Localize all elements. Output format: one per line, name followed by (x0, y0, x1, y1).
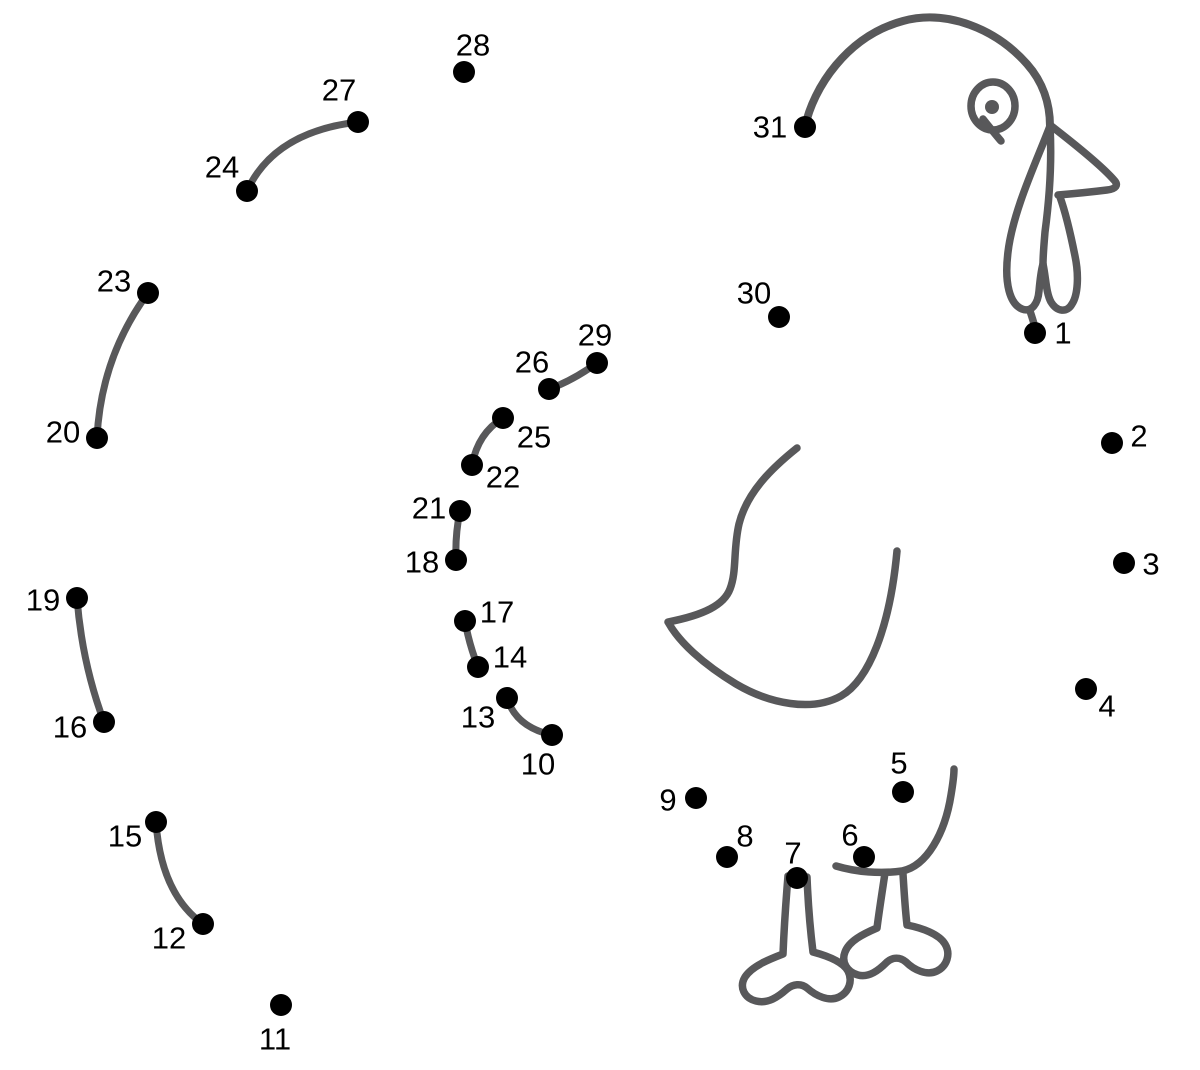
dot-label-9: 9 (659, 783, 676, 818)
dot-label-14: 14 (493, 640, 527, 675)
dot-label-28: 28 (456, 28, 490, 63)
dot-25 (492, 407, 514, 429)
dot-31 (794, 116, 816, 138)
dot-label-18: 18 (405, 545, 439, 580)
dot-label-30: 30 (737, 276, 771, 311)
dot-7 (786, 867, 808, 889)
dot-label-5: 5 (890, 746, 907, 781)
dot-13 (496, 687, 518, 709)
rooster-right-leg-foot (840, 869, 952, 980)
dot-label-31: 31 (753, 110, 787, 145)
dot-23 (137, 282, 159, 304)
dot-label-19: 19 (26, 583, 60, 618)
dot-6 (853, 846, 875, 868)
dot-label-24: 24 (205, 150, 239, 185)
dot-24 (236, 180, 258, 202)
rooster-wattle-outline (1003, 122, 1082, 314)
dot-label-11: 11 (259, 1022, 291, 1057)
rooster-body-curve (832, 765, 958, 877)
rooster-wattle-divider (1039, 122, 1055, 268)
dot-4 (1075, 678, 1097, 700)
dot-label-12: 12 (152, 921, 186, 956)
rooster-eye-pupil (985, 100, 999, 114)
dot-30 (768, 306, 790, 328)
segment-16-19 (73, 594, 108, 726)
dot-label-10: 10 (521, 747, 555, 782)
rooster-left-leg-foot (738, 872, 854, 1006)
dot-label-8: 8 (736, 819, 753, 854)
dot-1 (1024, 322, 1046, 344)
dot-label-3: 3 (1142, 547, 1159, 582)
dot-label-27: 27 (322, 73, 356, 108)
dot-label-26: 26 (515, 345, 549, 380)
dot-label-1: 1 (1054, 316, 1071, 351)
dot-26 (538, 378, 560, 400)
dot-label-7: 7 (784, 836, 801, 871)
dot-22 (461, 454, 483, 476)
dot-12 (192, 913, 214, 935)
dot-label-13: 13 (461, 700, 495, 735)
dot-8 (716, 846, 738, 868)
dot-3 (1113, 552, 1135, 574)
dot-label-4: 4 (1098, 689, 1115, 724)
dot-label-22: 22 (486, 460, 520, 495)
dot-15 (145, 811, 167, 833)
dot-5 (892, 781, 914, 803)
segment-12-15 (152, 818, 207, 928)
segment-20-23 (93, 289, 152, 442)
dot-label-17: 17 (480, 595, 514, 630)
dot-18 (445, 549, 467, 571)
rooster-artwork (664, 13, 1121, 1006)
rooster-wing (664, 444, 901, 709)
rooster-beak (1046, 121, 1121, 199)
dot-28 (453, 61, 475, 83)
dot-14 (467, 656, 489, 678)
dot-label-16: 16 (53, 710, 87, 745)
dot-label-6: 6 (841, 818, 858, 853)
rooster-eye-outline (967, 78, 1019, 134)
dot-21 (449, 500, 471, 522)
dot-label-25: 25 (517, 420, 551, 455)
dot-20 (86, 427, 108, 449)
labels-layer: 1234567891011121314151617181920212223242… (26, 28, 1160, 1057)
dot-9 (685, 787, 707, 809)
dot-label-23: 23 (97, 264, 131, 299)
dot-label-2: 2 (1130, 419, 1147, 454)
dot-label-15: 15 (108, 819, 142, 854)
dot-11 (270, 994, 292, 1016)
dot-27 (347, 111, 369, 133)
rooster-head-outline (801, 13, 1054, 131)
predrawn-segments-layer (73, 118, 601, 928)
dot-16 (93, 711, 115, 733)
dot-label-21: 21 (412, 491, 446, 526)
dot-10 (541, 724, 563, 746)
dot-19 (66, 587, 88, 609)
dot-2 (1101, 432, 1123, 454)
segment-24-27 (243, 118, 362, 195)
dots-layer (66, 61, 1135, 1016)
dot-29 (586, 352, 608, 374)
dot-label-29: 29 (578, 318, 612, 353)
dot-17 (454, 610, 476, 632)
dot-label-20: 20 (46, 415, 80, 450)
